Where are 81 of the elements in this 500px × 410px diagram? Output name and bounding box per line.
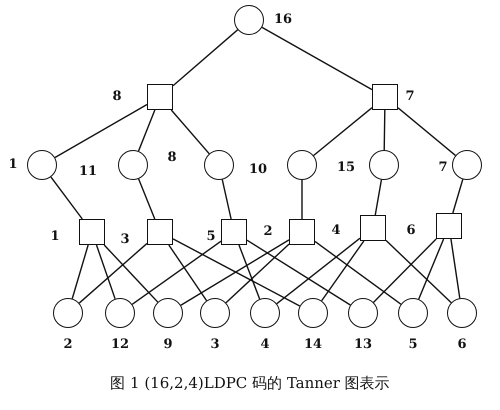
- connector-line: [373, 238, 437, 303]
- connector-line: [398, 107, 456, 156]
- node-number: 1: [50, 230, 60, 244]
- node-number: 7: [438, 161, 448, 175]
- node-number: 16: [274, 13, 292, 27]
- connector-line: [180, 239, 290, 306]
- node-number: 8: [167, 151, 177, 165]
- connector-line: [386, 240, 452, 304]
- connector-line: [138, 178, 156, 220]
- square-node: [436, 213, 462, 239]
- node-number: 7: [405, 90, 415, 104]
- node-number: 15: [336, 161, 356, 175]
- connector-line: [96, 244, 116, 300]
- connector-line: [374, 180, 382, 216]
- connector-line: [54, 104, 148, 158]
- connector-line: [170, 110, 210, 154]
- node-number: 1: [8, 158, 18, 172]
- node-number: 6: [406, 224, 416, 238]
- circle-node: [53, 298, 83, 328]
- circle-node: [447, 298, 477, 328]
- connector-line: [246, 240, 351, 306]
- node-number: 4: [331, 224, 341, 238]
- node-number: 4: [260, 338, 270, 352]
- node-number: 6: [457, 338, 467, 352]
- connector-line: [138, 110, 156, 152]
- node-number: 11: [78, 165, 98, 179]
- circle-node: [118, 150, 148, 180]
- node-number: 3: [120, 233, 130, 247]
- circle-node: [204, 150, 234, 180]
- connector-line: [50, 176, 83, 220]
- node-number: 2: [63, 338, 73, 352]
- circle-node: [369, 150, 399, 180]
- connector-line: [72, 244, 89, 299]
- node-number: 2: [263, 225, 273, 239]
- connector-line: [450, 238, 460, 298]
- circle-node: [398, 298, 428, 328]
- circle-node: [348, 298, 378, 328]
- connector-line: [132, 240, 222, 305]
- node-number: 12: [110, 338, 130, 352]
- connector-line: [104, 244, 158, 303]
- circle-node: [105, 298, 135, 328]
- connector-line: [238, 244, 260, 300]
- circle-node: [287, 150, 317, 180]
- connector-line: [384, 110, 386, 150]
- circle-node: [153, 298, 183, 328]
- connector-line: [172, 29, 238, 86]
- square-node: [372, 84, 398, 110]
- connector-line: [276, 238, 360, 304]
- connector-line: [226, 244, 290, 304]
- node-number: 5: [206, 230, 216, 244]
- node-number: 3: [210, 338, 220, 352]
- connector-line: [321, 240, 364, 302]
- square-node: [221, 219, 247, 245]
- circle-node: [298, 298, 328, 328]
- square-node: [289, 219, 315, 245]
- connector-line: [222, 179, 232, 220]
- node-number: 10: [248, 163, 268, 177]
- node-number: 13: [354, 338, 372, 352]
- caption: 图 1 (16,2,4)LDPC 码的 Tanner 图表示: [109, 374, 391, 393]
- connector-line: [313, 107, 372, 156]
- connector-line: [172, 238, 300, 307]
- circle-node: [250, 298, 280, 328]
- connector-line: [262, 26, 372, 90]
- connector-line: [78, 242, 148, 304]
- connector-line: [452, 179, 464, 214]
- connector-line: [168, 244, 208, 301]
- square-node: [147, 84, 173, 110]
- circle-node: [452, 150, 482, 180]
- node-number: 5: [408, 338, 418, 352]
- circle-node: [27, 150, 57, 180]
- square-node: [79, 219, 105, 245]
- circle-node: [200, 298, 230, 328]
- connector-line: [418, 238, 444, 300]
- node-number: 9: [163, 338, 173, 352]
- connector-line: [301, 180, 303, 219]
- circle-node: [234, 5, 264, 35]
- node-number: 14: [304, 338, 322, 352]
- connector-line: [314, 240, 402, 305]
- node-number: 8: [112, 90, 122, 104]
- square-node: [360, 215, 386, 241]
- square-node: [147, 219, 173, 245]
